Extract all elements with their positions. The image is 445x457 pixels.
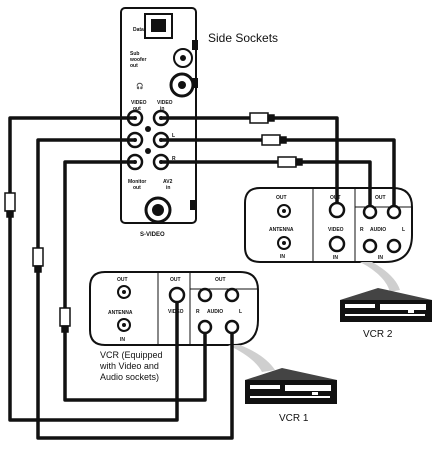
vcr1-audio-out-label: OUT (215, 277, 226, 283)
video-out-label-2: out (133, 106, 141, 112)
vcr2-label: VCR 2 (363, 329, 393, 340)
vcr1-l-label: L (239, 309, 242, 315)
vcr2-l-label: L (402, 227, 405, 233)
subwoofer-label-2: woofer (129, 57, 146, 63)
vcr1-caption: VCR (Equipped with Video and Audio socke… (99, 350, 163, 382)
vcr2-connector-panel: OUT ANTENNA IN OUT VIDEO IN OUT R AUDIO … (244, 187, 413, 263)
subwoofer-label-3: out (130, 63, 138, 69)
vcr1-antenna-label: ANTENNA (108, 310, 133, 316)
video-in-label-1: VIDEO (157, 100, 173, 106)
vcr1-r-label: R (196, 309, 200, 315)
vcr2-video-out-socket (328, 201, 346, 219)
vcr2-r-label: R (360, 227, 364, 233)
vcr1-connector-panel: OUT ANTENNA IN OUT VIDEO OUT R AUDIO L (89, 271, 259, 346)
vcr2-audio-in-label: IN (378, 255, 383, 261)
data-label: Data (133, 27, 144, 33)
vcr1-caption-line-1: VCR (Equipped (100, 350, 163, 360)
vcr2-callout (360, 262, 400, 292)
video-out-label-1: VIDEO (131, 100, 147, 106)
vcr1-antenna-in-label: IN (120, 337, 125, 343)
vcr2-audio-l-in-socket (386, 238, 402, 254)
vcr1-antenna-out-label: OUT (117, 277, 128, 283)
video-in-label-2: in (160, 106, 164, 112)
vcr2-antenna-out-label: OUT (276, 195, 287, 201)
vcr2-antenna-in-label: IN (280, 254, 285, 260)
subwoofer-label-1: Sub (130, 51, 139, 57)
vcr2-audio-label: AUDIO (370, 227, 386, 233)
side-socket-panel: Data Sub woofer out 🎧 VIDEO out VIDEO in (120, 7, 198, 238)
vcr1-caption-line-3: Audio sockets) (100, 372, 159, 382)
av2-label-2: in (166, 185, 170, 191)
cables (8, 116, 396, 440)
vcr1-callout (228, 345, 275, 372)
monitor-label-2: out (133, 185, 141, 191)
vcr1-audio-l-out-socket (224, 287, 240, 303)
vcr2-video-in-socket (328, 235, 346, 253)
vcr2-video-in-label: IN (333, 255, 338, 261)
monitor-label-1: Monitor (128, 179, 146, 185)
vcr2-video-label: VIDEO (328, 227, 344, 233)
vcr1-label: VCR 1 (279, 413, 309, 424)
vcr1-audio-r-in-socket (197, 319, 213, 335)
vcr2-audio-l-out-socket (386, 204, 402, 220)
vcr1-audio-label: AUDIO (207, 309, 223, 315)
vcr2-audio-out-label: OUT (375, 195, 386, 201)
diagram-title: Side Sockets (208, 31, 278, 45)
headphone-icon: 🎧 (136, 82, 143, 90)
l-label: L (172, 133, 175, 139)
vcr1-caption-line-2: with Video and (99, 361, 159, 371)
vcr2-audio-r-in-socket (362, 238, 378, 254)
vcr2-audio-r-out-socket (362, 204, 378, 220)
cable-connectors (4, 112, 303, 333)
av2-label-1: AV2 (163, 179, 173, 185)
vcr2-antenna-label: ANTENNA (269, 227, 294, 233)
vcr1-video-out-label: OUT (170, 277, 181, 283)
r-label: R (172, 156, 176, 162)
vcr1-video-out-socket (168, 286, 186, 304)
vcr1-audio-r-out-socket (197, 287, 213, 303)
vcr1-audio-l-in-socket (224, 319, 240, 335)
vcr2-device (340, 288, 432, 322)
s-video-label: S-VIDEO (140, 232, 165, 238)
vcr1-device (245, 368, 337, 404)
